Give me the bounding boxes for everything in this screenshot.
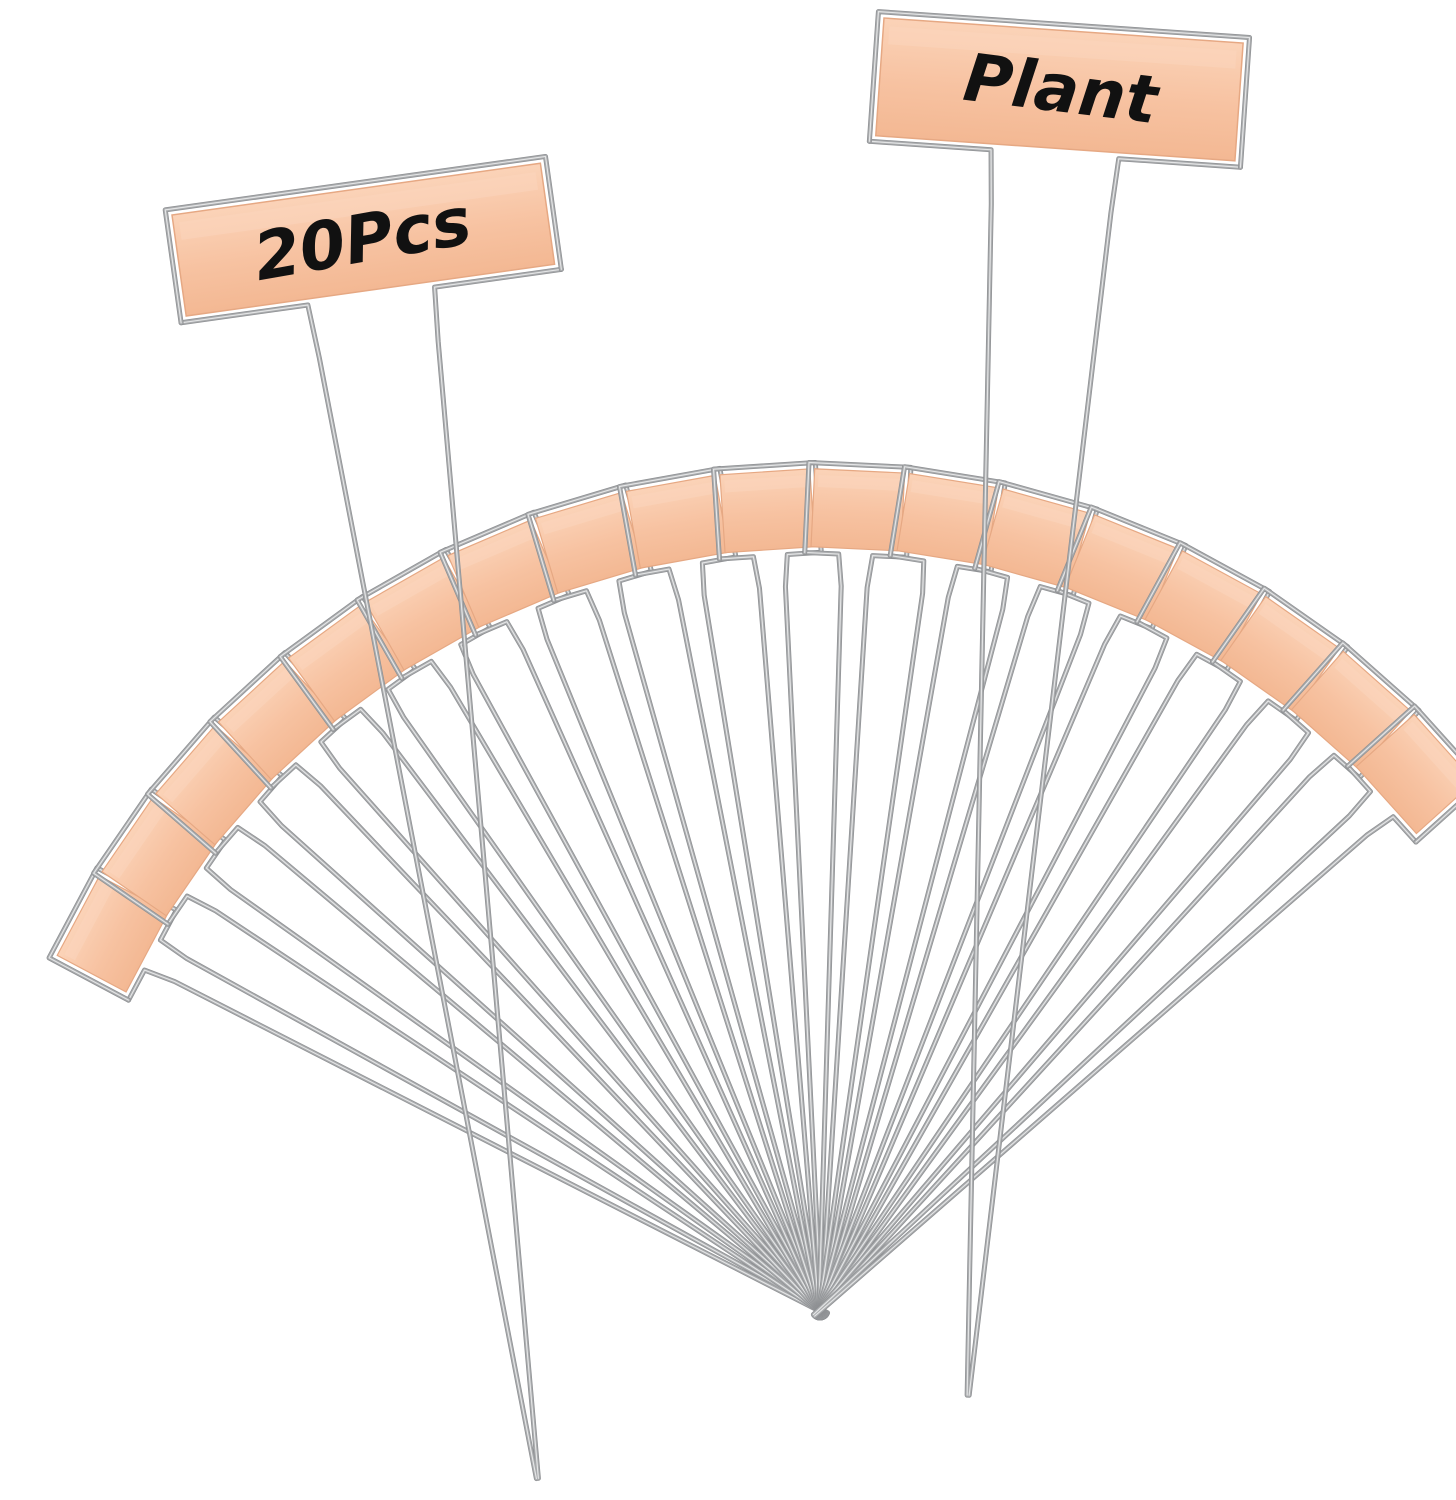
fan-marker xyxy=(811,640,1422,1320)
fan-marker xyxy=(91,786,830,1318)
fan-marker xyxy=(814,479,1100,1321)
fan-marker xyxy=(525,482,826,1321)
fan-of-plant-markers xyxy=(46,459,1456,1321)
fan-marker xyxy=(207,650,829,1320)
fan-marker xyxy=(810,703,1456,1319)
featured-marker-right: Plant xyxy=(866,9,1253,1398)
featured-marker-left: 20Pcs xyxy=(162,153,564,1482)
